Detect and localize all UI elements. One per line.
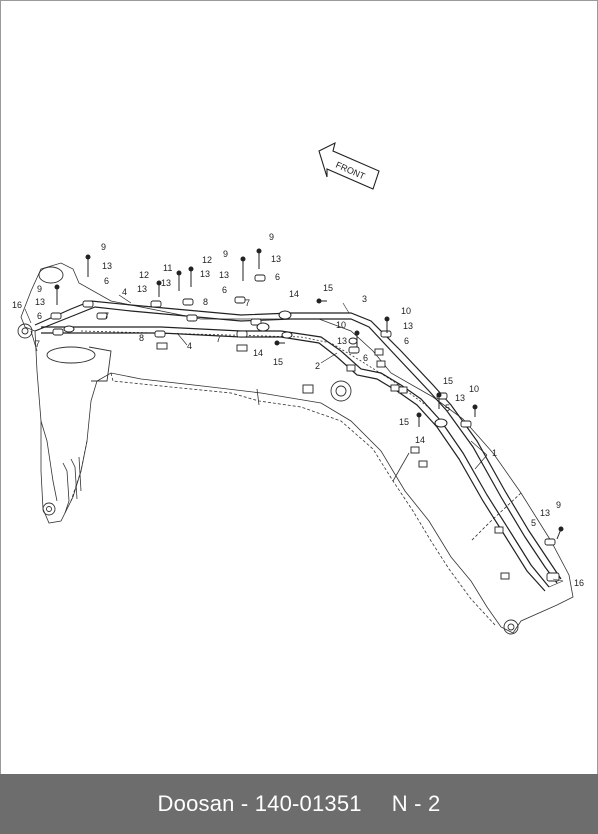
callout-label: 4 bbox=[187, 341, 192, 351]
callout-label: 6 bbox=[363, 353, 368, 363]
callout-label: 12 bbox=[139, 270, 149, 280]
callout-label: 10 bbox=[469, 384, 479, 394]
boom-piping-diagram-svg: FRONT 9 13 6 16 9 13 6 7 7 4 12 13 11 13… bbox=[12, 141, 584, 635]
callout-label: 14 bbox=[253, 348, 263, 358]
callout-label: 14 bbox=[415, 435, 425, 445]
callout-label: 13 bbox=[219, 270, 229, 280]
callout-label: 13 bbox=[403, 321, 413, 331]
callout-numbers: 9 13 6 16 9 13 6 7 7 4 12 13 11 13 12 13… bbox=[12, 232, 584, 588]
callout-label: 6 bbox=[104, 276, 109, 286]
callout-label: 13 bbox=[337, 336, 347, 346]
callout-label: 14 bbox=[289, 289, 299, 299]
callout-label: 9 bbox=[37, 284, 42, 294]
hydraulic-pipes bbox=[34, 300, 562, 592]
callout-label: 13 bbox=[455, 393, 465, 403]
callout-label: 15 bbox=[273, 357, 283, 367]
callout-label: 13 bbox=[35, 297, 45, 307]
callout-label: 13 bbox=[200, 269, 210, 279]
callout-label: 13 bbox=[161, 278, 171, 288]
page-number-text: N - 2 bbox=[391, 791, 441, 816]
callout-label: 15 bbox=[399, 417, 409, 427]
callout-label: 13 bbox=[271, 254, 281, 264]
page-footer: Doosan - 140-01351 N - 2 bbox=[0, 774, 598, 834]
callout-label: 2 bbox=[315, 361, 320, 371]
callout-label: 8 bbox=[139, 333, 144, 343]
pipe-clamps bbox=[50, 274, 560, 582]
callout-label: 12 bbox=[202, 255, 212, 265]
parts-diagram: FRONT 9 13 6 16 9 13 6 7 7 4 12 13 11 13… bbox=[1, 1, 597, 773]
fittings bbox=[63, 310, 448, 428]
callout-label: 8 bbox=[203, 297, 208, 307]
callout-label: 13 bbox=[540, 508, 550, 518]
callout-label: 13 bbox=[137, 284, 147, 294]
part-number-text: Doosan - 140-01351 bbox=[157, 791, 362, 816]
callout-label: 4 bbox=[122, 287, 127, 297]
callout-label: 10 bbox=[401, 306, 411, 316]
callout-label: 7 bbox=[35, 339, 40, 349]
callout-label: 11 bbox=[163, 263, 172, 273]
callout-label: 5 bbox=[445, 403, 450, 413]
callout-label: 13 bbox=[102, 261, 112, 271]
callout-label: 9 bbox=[101, 242, 106, 252]
callout-label: 9 bbox=[269, 232, 274, 242]
callout-label: 15 bbox=[323, 283, 333, 293]
front-arrow: FRONT bbox=[318, 141, 380, 190]
callout-label: 5 bbox=[531, 518, 536, 528]
callout-label: 1 bbox=[492, 448, 497, 458]
callout-label: 9 bbox=[223, 249, 228, 259]
callout-label: 7 bbox=[216, 334, 221, 344]
leader-lines bbox=[24, 294, 564, 588]
callout-label: 10 bbox=[336, 320, 346, 330]
callout-label: 9 bbox=[556, 500, 561, 510]
boom-foot-pin bbox=[17, 266, 519, 635]
callout-label: 6 bbox=[404, 336, 409, 346]
callout-label: 6 bbox=[222, 285, 227, 295]
callout-label: 6 bbox=[275, 272, 280, 282]
bolts bbox=[54, 248, 564, 540]
callout-label: 6 bbox=[37, 311, 42, 321]
callout-label: 16 bbox=[12, 300, 22, 310]
callout-label: 3 bbox=[362, 294, 367, 304]
callout-label: 16 bbox=[574, 578, 584, 588]
callout-label: 7 bbox=[104, 311, 109, 321]
callout-label: 7 bbox=[245, 298, 250, 308]
callout-label: 15 bbox=[443, 376, 453, 386]
